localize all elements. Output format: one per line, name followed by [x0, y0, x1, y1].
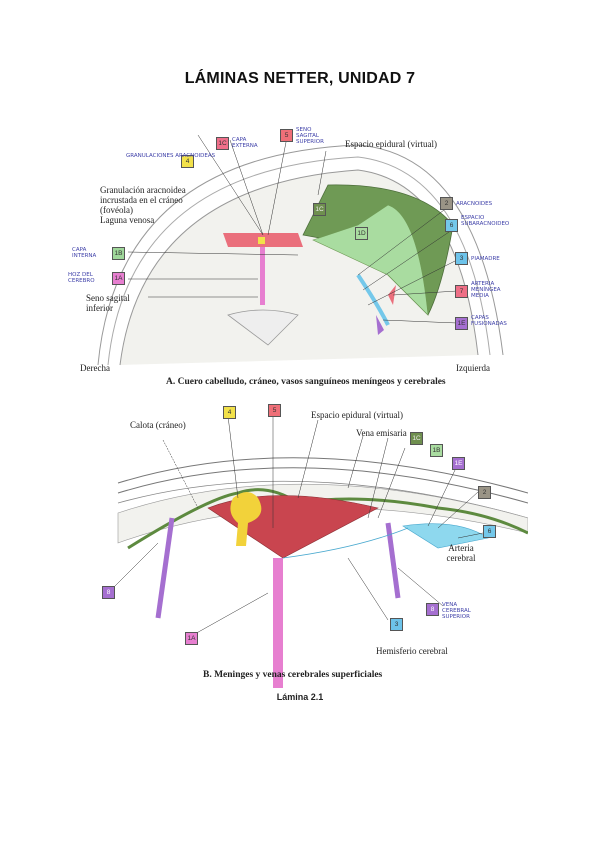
annotation-capa-interna: Capa interna — [72, 247, 97, 259]
label-derecha: Derecha — [80, 363, 110, 373]
marker-1b-capa-interna: 1B — [112, 247, 125, 260]
marker-7-arteria-meningea: 7 — [455, 285, 468, 298]
figure-b-meninges-veins: Calota (cráneo) 4 5 Espacio epidural (vi… — [58, 398, 528, 688]
figure-a-illustration — [97, 134, 504, 366]
label-seno-sagital-inferior: Seno sagital inferior — [86, 293, 130, 313]
annotation-espacio-subaracnoideo: Espacio subaracnoideo — [461, 215, 510, 227]
figure-b-illustration — [112, 415, 528, 688]
annotation-hoz-cerebro: Hoz del cerebro — [68, 272, 95, 284]
label-laguna-venosa: Laguna venosa — [100, 215, 155, 225]
marker-b-8-vena-cerebral: 8 — [426, 603, 439, 616]
figure-a-caption: A. Cuero cabelludo, cráneo, vasos sanguí… — [166, 377, 446, 387]
marker-b-1a: 1A — [185, 632, 198, 645]
marker-1c-capa-externa: 1C — [216, 137, 229, 150]
marker-1c-dura-externa: 1C — [313, 203, 326, 216]
marker-b-3: 3 — [390, 618, 403, 631]
marker-b-5: 5 — [268, 404, 281, 417]
label-espacio-epidural-b: Espacio epidural (virtual) — [311, 410, 403, 420]
figure-b-caption: B. Meninges y venas cerebrales superfici… — [203, 670, 383, 680]
marker-b-1e: 1E — [452, 457, 465, 470]
annotation-arteria-meningea: Arteria meníngea media — [471, 281, 501, 299]
marker-1e-capas-fusionadas: 1E — [455, 317, 468, 330]
annotation-piamadre: Piamadre — [471, 256, 500, 262]
label-granulacion-aracnoidea: Granulación aracnoidea incrustada en el … — [100, 185, 186, 215]
marker-b-4: 4 — [223, 406, 236, 419]
marker-b-1b: 1B — [430, 444, 443, 457]
label-izquierda: Izquierda — [456, 363, 490, 373]
marker-b-8-left: 8 — [102, 586, 115, 599]
marker-6-espacio-subaracnoideo: 6 — [445, 219, 458, 232]
figure-a-scalp-skull-meninges: 4 Granulaciones aracnoideas 1C Capa exte… — [58, 115, 528, 395]
annotation-capas-fusionadas: Capas fusionadas — [471, 315, 507, 327]
document-title: LÁMINAS NETTER, UNIDAD 7 — [184, 70, 416, 87]
label-vena-emisaria: Vena emisaria — [356, 428, 407, 438]
annotation-aracnoides: Aracnoides — [456, 201, 493, 207]
annotation-vena-cerebral-superior: Vena cerebral superior — [442, 602, 471, 620]
marker-b-2: 2 — [478, 486, 491, 499]
marker-5-seno-sagital: 5 — [280, 129, 293, 142]
label-calota: Calota (cráneo) — [130, 420, 186, 430]
marker-2-aracnoides: 2 — [440, 197, 453, 210]
annotation-granulaciones: Granulaciones aracnoideas — [126, 153, 216, 159]
label-espacio-epidural: Espacio epidural (virtual) — [345, 139, 437, 149]
plate-number: Lámina 2.1 — [276, 692, 324, 702]
marker-4-granulaciones: 4 — [181, 155, 194, 168]
annotation-seno-sagital: Seno sagital superior — [296, 127, 324, 145]
marker-1d-capa-interna: 1D — [355, 227, 368, 240]
marker-b-6: 6 — [483, 525, 496, 538]
marker-1a-hoz-cerebro: 1A — [112, 272, 125, 285]
annotation-capa-externa: Capa externa — [232, 137, 258, 149]
label-hemisferio-cerebral: Hemisferio cerebral — [376, 646, 448, 656]
label-arteria-cerebral: Arteria cerebral — [446, 543, 476, 563]
marker-b-1c: 1C — [410, 432, 423, 445]
marker-3-piamadre: 3 — [455, 252, 468, 265]
